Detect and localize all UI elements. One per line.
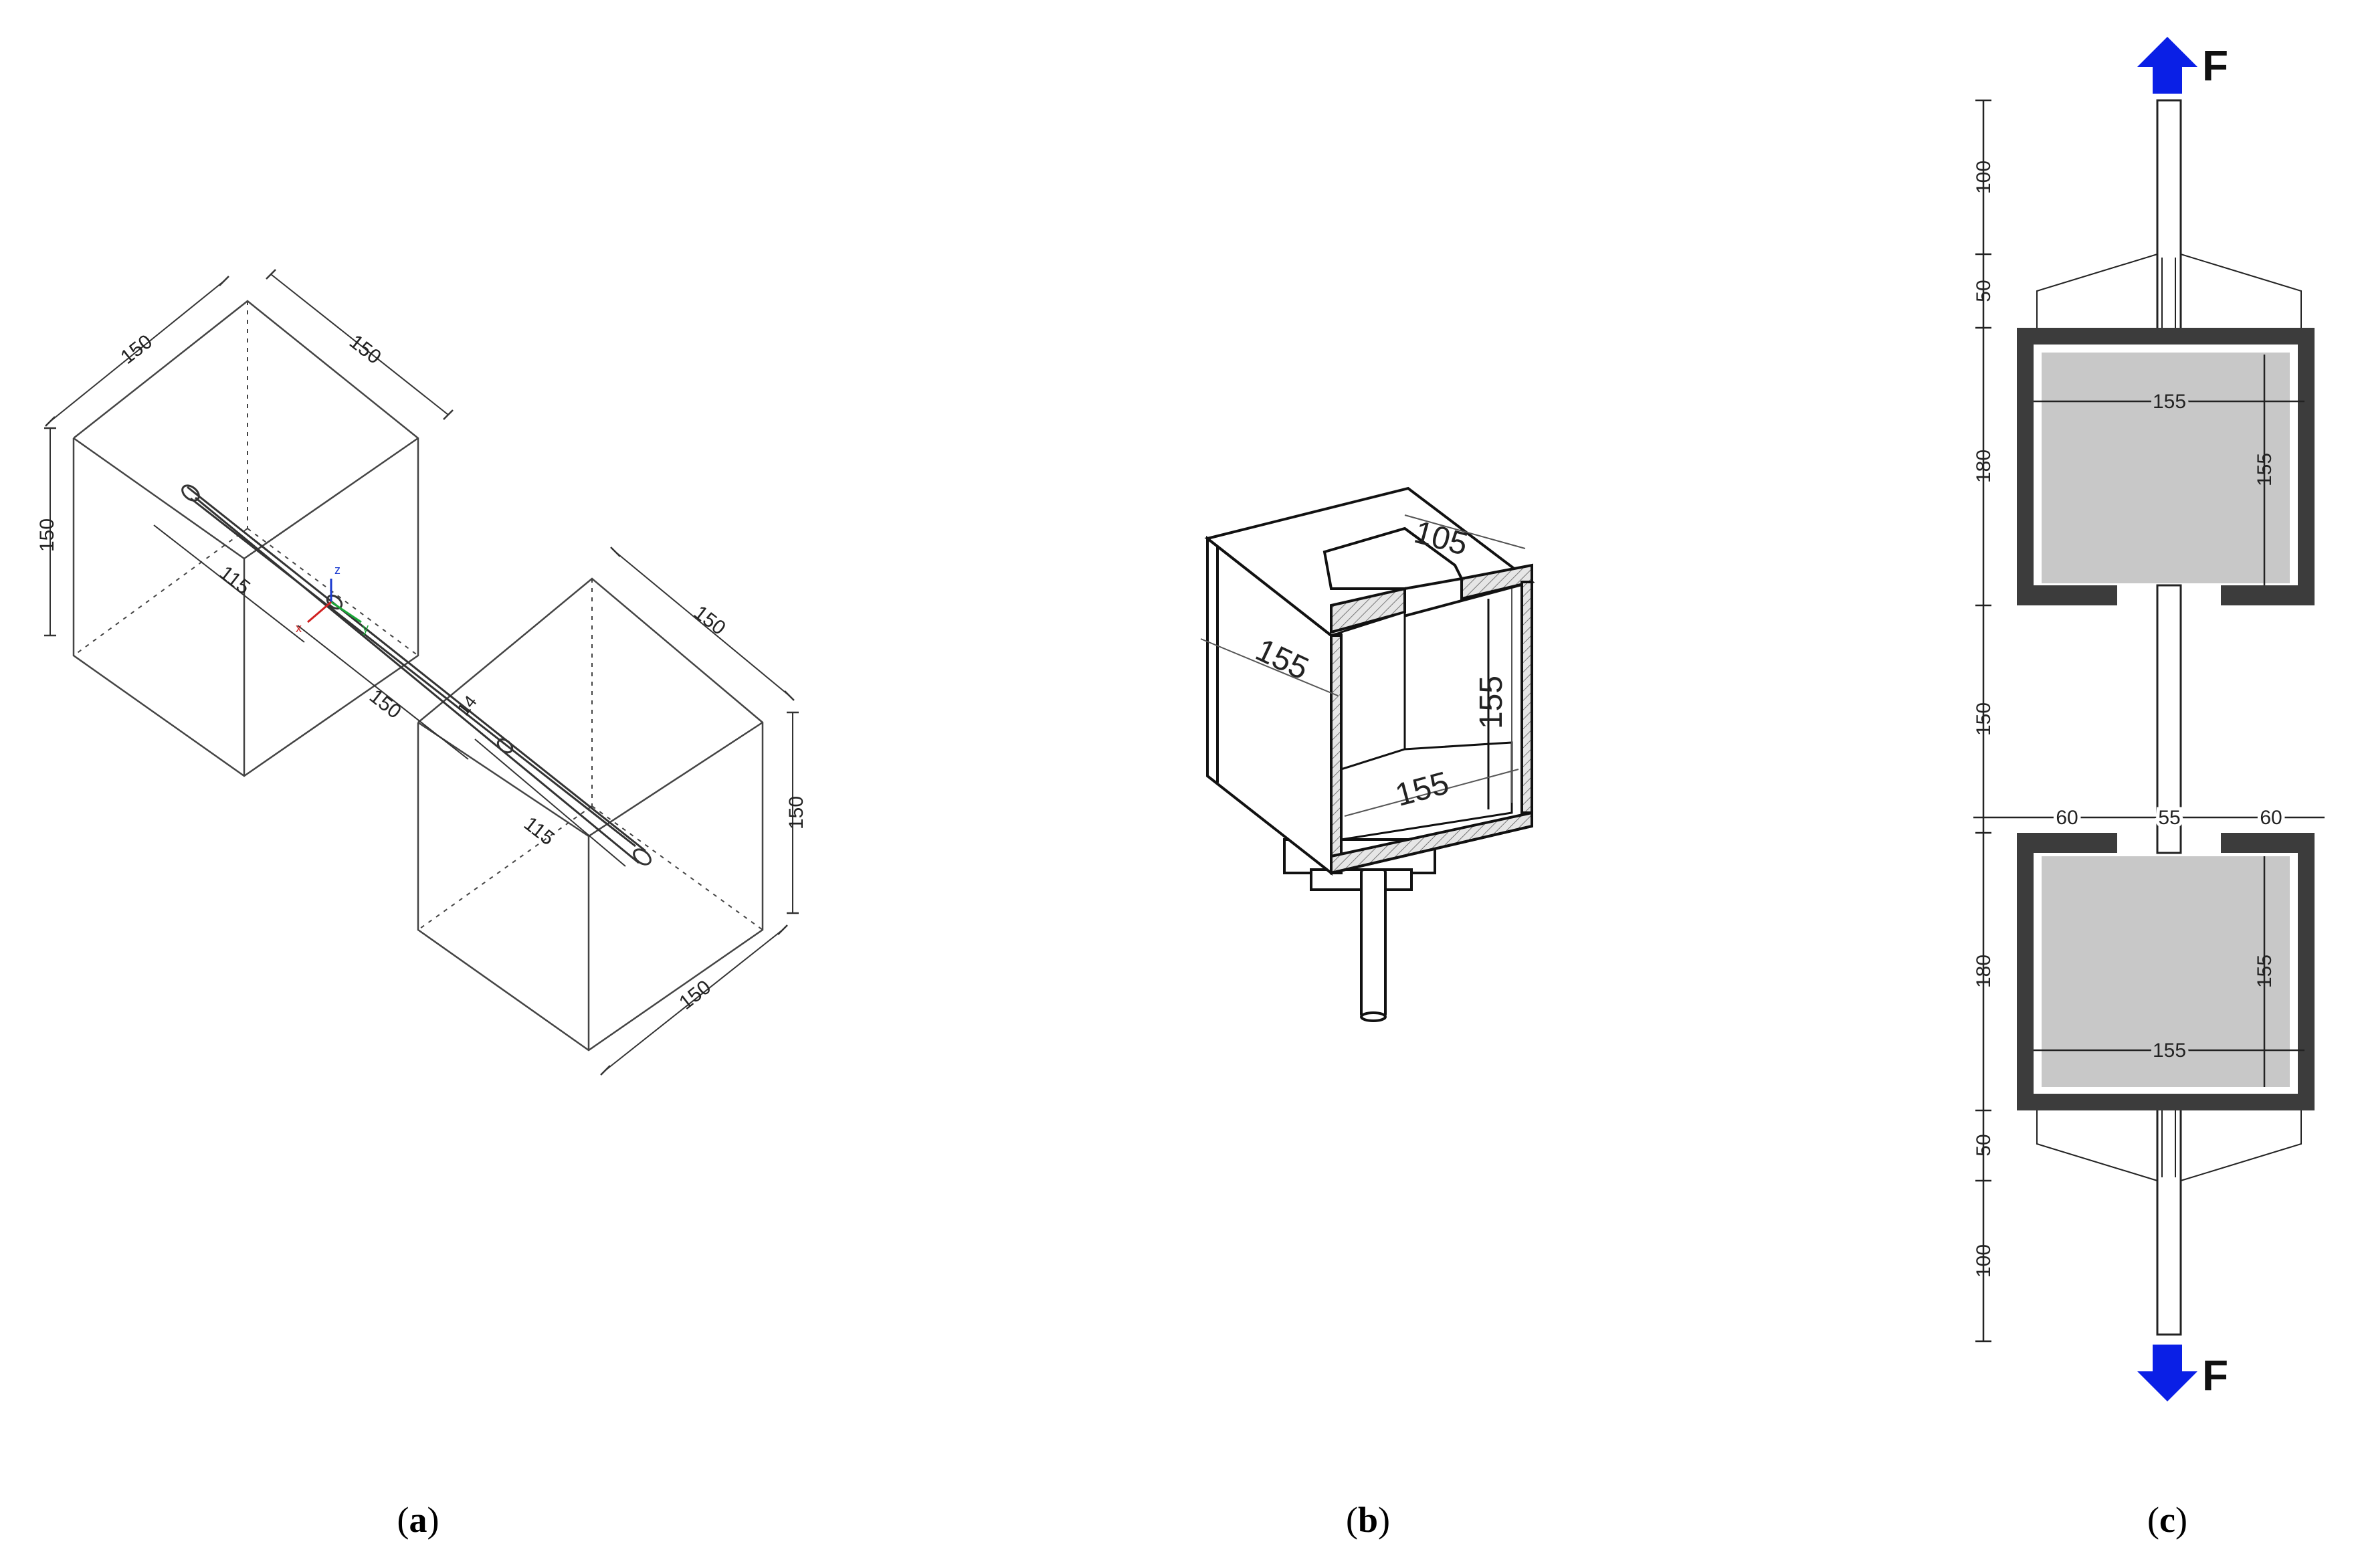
caption-b-letter: b: [1358, 1500, 1378, 1540]
vdim-bottom-grip: 50: [1973, 1134, 1995, 1156]
lower-block-width: 155: [2153, 1040, 2186, 1062]
force-label-bottom: F: [2202, 1351, 2228, 1399]
vdim-top-grip: 50: [1973, 280, 1995, 302]
caption-a-letter: a: [409, 1500, 427, 1540]
upper-mold: [2017, 328, 2315, 605]
dim-c1-width: 150: [345, 330, 385, 369]
dim-gap: 150: [365, 685, 405, 723]
vdim-lower-mold: 180: [1973, 955, 1995, 988]
dim-bar-anchor-2: 115: [520, 813, 559, 850]
panel-a-isometric-specimens: [44, 269, 799, 1076]
force-label-top: F: [2202, 41, 2228, 90]
vdim-bottom-bar: 100: [1973, 1244, 1995, 1278]
gap-dim-right: 60: [2260, 807, 2282, 829]
captions: (a) (b) (c): [397, 1500, 2187, 1540]
caption-a: (a): [397, 1500, 439, 1540]
dimension-lines-a: [44, 269, 799, 1076]
upper-block-height: 155: [2254, 453, 2276, 486]
lower-mold: [2017, 833, 2315, 1110]
caption-c: (c): [2147, 1500, 2187, 1540]
dim-c2-depth: 150: [690, 601, 730, 640]
force-arrow-top: [2137, 37, 2197, 94]
dim-bar-anchor-1: 115: [215, 562, 254, 599]
dim-c1-height: 150: [36, 518, 58, 552]
vdim-upper-mold: 180: [1973, 450, 1995, 483]
axis-y-label: y: [363, 621, 369, 635]
panel-b-mold-section: [1200, 486, 1535, 1022]
dim-height: 155: [1474, 676, 1509, 729]
panel-c-elevation: [1973, 37, 2325, 1401]
vdim-top-bar: 100: [1973, 161, 1995, 194]
upper-block-width: 155: [2153, 391, 2186, 413]
steel-bar: [181, 484, 652, 866]
vdim-gap: 150: [1973, 702, 1995, 736]
panel-c-labels: F F 100 50 180 150 180 50 100 155 155 15…: [1973, 41, 2286, 1399]
dim-c2-width: 150: [675, 976, 715, 1014]
cube-2: [417, 577, 764, 1052]
caption-c-letter: c: [2159, 1500, 2175, 1540]
dim-c2-height: 150: [785, 796, 807, 829]
force-arrow-bottom: [2137, 1345, 2197, 1401]
lower-block-height: 155: [2254, 955, 2276, 988]
axis-x-label: x: [296, 621, 302, 635]
axis-z-label: z: [334, 563, 340, 577]
gap-dim-left: 60: [2056, 807, 2078, 829]
gap-dim-center: 55: [2158, 807, 2180, 829]
dim-bar-diameter: 14: [453, 692, 480, 719]
axis-triad: [307, 579, 362, 623]
cube-1: [72, 300, 419, 777]
caption-b: (b): [1346, 1500, 1390, 1540]
